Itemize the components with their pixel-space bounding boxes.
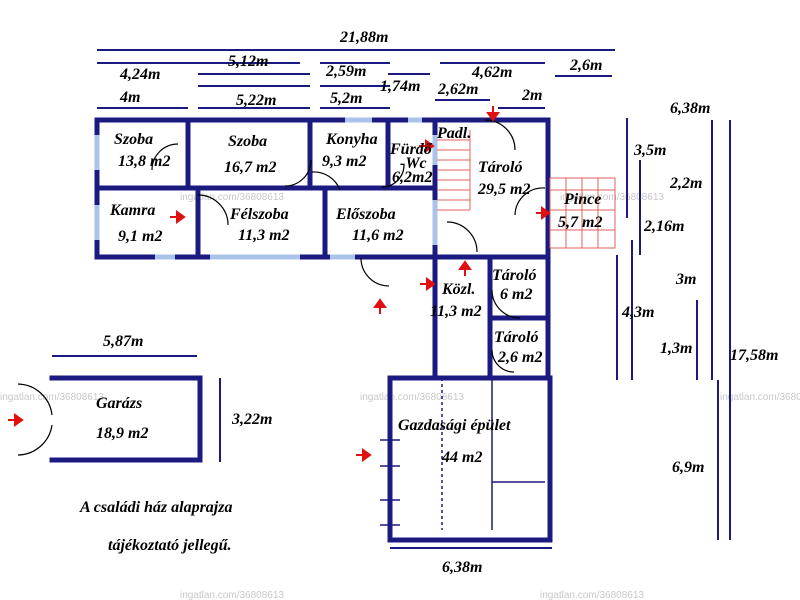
room-name: Garázs: [96, 395, 142, 412]
dim-label: 6,9m: [672, 459, 704, 476]
dim-label: 17,58m: [730, 347, 778, 364]
room-area: 16,7 m2: [224, 159, 276, 176]
room-name: Szoba: [228, 133, 267, 150]
watermark: ingatlan.com/36808613: [180, 192, 284, 203]
dim-label: 3m: [675, 271, 696, 288]
room-name: Tároló: [478, 159, 522, 176]
dim-label: 4,62m: [471, 64, 512, 81]
arrow-icon: [373, 298, 387, 314]
pince-grid: [549, 177, 616, 249]
room-name: Gazdasági épület: [398, 417, 511, 434]
room-name: Tároló: [494, 329, 538, 346]
arrow-icon: [419, 139, 435, 153]
door-swings: [17, 119, 546, 456]
room-area: 2,6 m2: [497, 349, 542, 366]
room-area: 18,9 m2: [96, 425, 148, 442]
arrow-icon: [486, 106, 500, 122]
room-name: Pince: [563, 191, 601, 208]
arrow-icon: [8, 413, 24, 427]
dim-label: 2,59m: [325, 63, 366, 80]
dim-label: 4,24m: [119, 66, 160, 83]
dim-label: 2,16m: [643, 218, 684, 235]
room-area: 9,3 m2: [322, 153, 366, 170]
watermarks: ingatlan.com/36808613 ingatlan.com/36808…: [0, 192, 800, 600]
dim-label: 1,3m: [660, 340, 692, 357]
dim-overall-width: 21,88m: [339, 29, 388, 46]
stairs: [437, 130, 471, 211]
room-name: Szoba: [114, 131, 153, 148]
watermark: ingatlan.com/36808613: [540, 590, 644, 600]
room-area: 6,2m2: [392, 169, 432, 186]
room-name: Kamra: [109, 202, 155, 219]
dim-label: 4,3m: [621, 304, 654, 321]
dim-label: 5,12m: [228, 53, 268, 70]
room-area: 29,5 m2: [477, 181, 530, 198]
arrow-icon: [170, 210, 186, 224]
dim-label: 2,6m: [569, 57, 602, 74]
note-line-1: A családi ház alaprajza: [79, 499, 232, 516]
windows: [94, 117, 438, 260]
dim-label: 3,22m: [231, 411, 272, 428]
arrow-icon: [356, 448, 372, 462]
disclaimer-note: A családi ház alaprajza tájékoztató jell…: [79, 499, 232, 554]
room-name: Padl.: [436, 125, 471, 142]
walls: [49, 117, 553, 543]
room-area: 11,3 m2: [238, 227, 290, 244]
note-line-2: tájékoztató jellegű.: [108, 537, 232, 554]
dim-label: 5,2m: [330, 90, 362, 107]
watermark: ingatlan.com/36808613: [360, 392, 464, 403]
watermark: ingatlan.com/36808613: [720, 392, 800, 403]
dimension-lines: [52, 49, 731, 549]
dim-label: 2m: [521, 87, 542, 104]
room-name: Tároló: [492, 267, 536, 284]
entry-arrows: [8, 106, 551, 462]
room-area: 9,1 m2: [118, 228, 162, 245]
interior-lines: [380, 378, 545, 530]
room-name: Konyha: [325, 131, 378, 148]
dim-label: 1,74m: [380, 78, 420, 95]
dim-label: 2,2m: [669, 175, 702, 192]
room-area: 11,6 m2: [352, 227, 404, 244]
room-name: Fürdő: [389, 141, 433, 158]
room-labels: Szoba 13,8 m2 Szoba 16,7 m2 Konyha 9,3 m…: [96, 125, 602, 466]
dim-label: 3,5m: [633, 142, 666, 159]
arrow-icon: [420, 277, 436, 291]
dim-label: 6,38m: [670, 100, 710, 117]
watermark: ingatlan.com/36808613: [0, 392, 104, 403]
room-area: 44 m2: [441, 449, 482, 466]
dim-label: 4m: [119, 89, 140, 106]
arrow-icon: [536, 206, 551, 220]
watermark: ingatlan.com/36808613: [560, 192, 664, 203]
dimension-labels: 21,88m 4,24m 4m 5,12m 5,22m 2,59m 5,2m 1…: [103, 29, 778, 576]
room-name: Előszoba: [335, 206, 396, 223]
room-area: 11,3 m2: [430, 303, 482, 320]
room-name-2: -Wc: [400, 155, 427, 172]
room-name: Közl.: [441, 281, 475, 298]
watermark: ingatlan.com/36808613: [180, 590, 284, 600]
room-area: 6 m2: [500, 286, 532, 303]
dim-label: 5,87m: [103, 333, 143, 350]
room-area: 5,7 m2: [558, 214, 602, 231]
dim-label: 2,62m: [437, 81, 478, 98]
dim-label: 6,38m: [442, 559, 482, 576]
dim-label: 5,22m: [236, 92, 276, 109]
room-area: 13,8 m2: [118, 153, 170, 170]
room-name: Félszoba: [229, 206, 289, 223]
arrow-icon: [458, 260, 472, 276]
